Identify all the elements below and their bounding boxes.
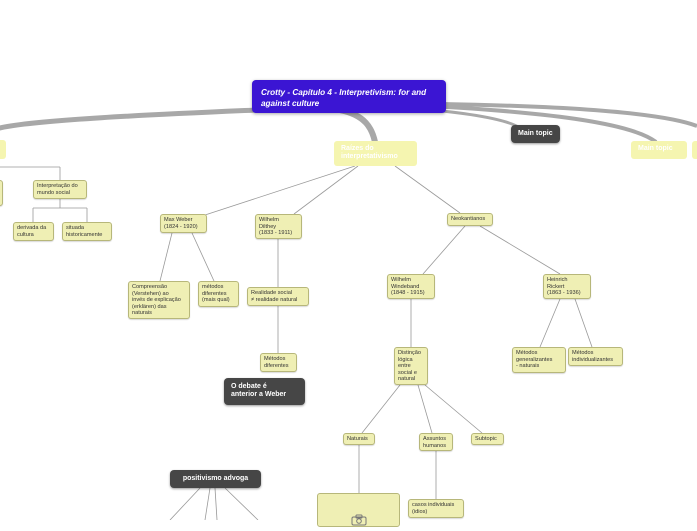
image-placeholder-node[interactable] bbox=[317, 493, 400, 527]
node-situada[interactable]: situada historicamente bbox=[62, 222, 112, 241]
node-subtopic[interactable]: Subtopic bbox=[471, 433, 504, 445]
node-rickert[interactable]: Heinrich Rickert (1863 - 1936) bbox=[543, 274, 591, 299]
node-neokantianos[interactable]: Neokantianos bbox=[447, 213, 493, 226]
node-naturais[interactable]: Naturais bbox=[343, 433, 375, 445]
node-individualizantes[interactable]: Métodos individualizantes bbox=[568, 347, 623, 366]
main-topic-edge-partial[interactable] bbox=[692, 141, 697, 159]
node-metodos-weber[interactable]: métodos diferentes (mais qual) bbox=[198, 281, 239, 307]
node-assuntos[interactable]: Assuntos humanos bbox=[419, 433, 453, 451]
node-compreensao[interactable]: Compreensão (Verstehen) ao invés de expl… bbox=[128, 281, 190, 319]
connector-lines bbox=[0, 102, 697, 520]
node-positivismo[interactable]: positivismo advoga bbox=[170, 470, 261, 488]
node-windelband[interactable]: Wilhelm Windeband (1848 - 1915) bbox=[387, 274, 435, 299]
node-weber[interactable]: Max Weber (1824 - 1920) bbox=[160, 214, 207, 233]
main-topic-dark[interactable]: Main topic bbox=[511, 125, 560, 143]
node-interpretacao[interactable]: Interpretação do mundo social bbox=[33, 180, 87, 199]
node-debate[interactable]: O debate é anterior a Weber bbox=[224, 378, 305, 405]
mind-map-canvas: Crotty - Capítulo 4 - Interpretivism: fo… bbox=[0, 80, 697, 527]
main-topic-left-partial[interactable] bbox=[0, 140, 6, 159]
node-metodos-dilthey[interactable]: Métodos diferentes bbox=[260, 353, 297, 372]
left-partial-node[interactable] bbox=[0, 180, 3, 206]
camera-icon bbox=[351, 513, 367, 526]
node-distincao[interactable]: Distinção lógica entre social e natural bbox=[394, 347, 428, 385]
main-topic-right[interactable]: Main topic bbox=[631, 141, 687, 159]
node-casos[interactable]: casos individuais (idios) bbox=[408, 499, 464, 518]
node-generalizantes[interactable]: Métodos generalizantes - naturais bbox=[512, 347, 566, 373]
node-dilthey[interactable]: Wilhelm Dilthey (1833 - 1911) bbox=[255, 214, 302, 239]
node-realidade[interactable]: Realidade social ≠ realidade natural bbox=[247, 287, 309, 306]
main-topic-raizes[interactable]: Raízes do interpretativismo bbox=[334, 141, 417, 166]
central-topic[interactable]: Crotty - Capítulo 4 - Interpretivism: fo… bbox=[252, 80, 446, 113]
node-derivada[interactable]: derivada da cultura bbox=[13, 222, 54, 241]
